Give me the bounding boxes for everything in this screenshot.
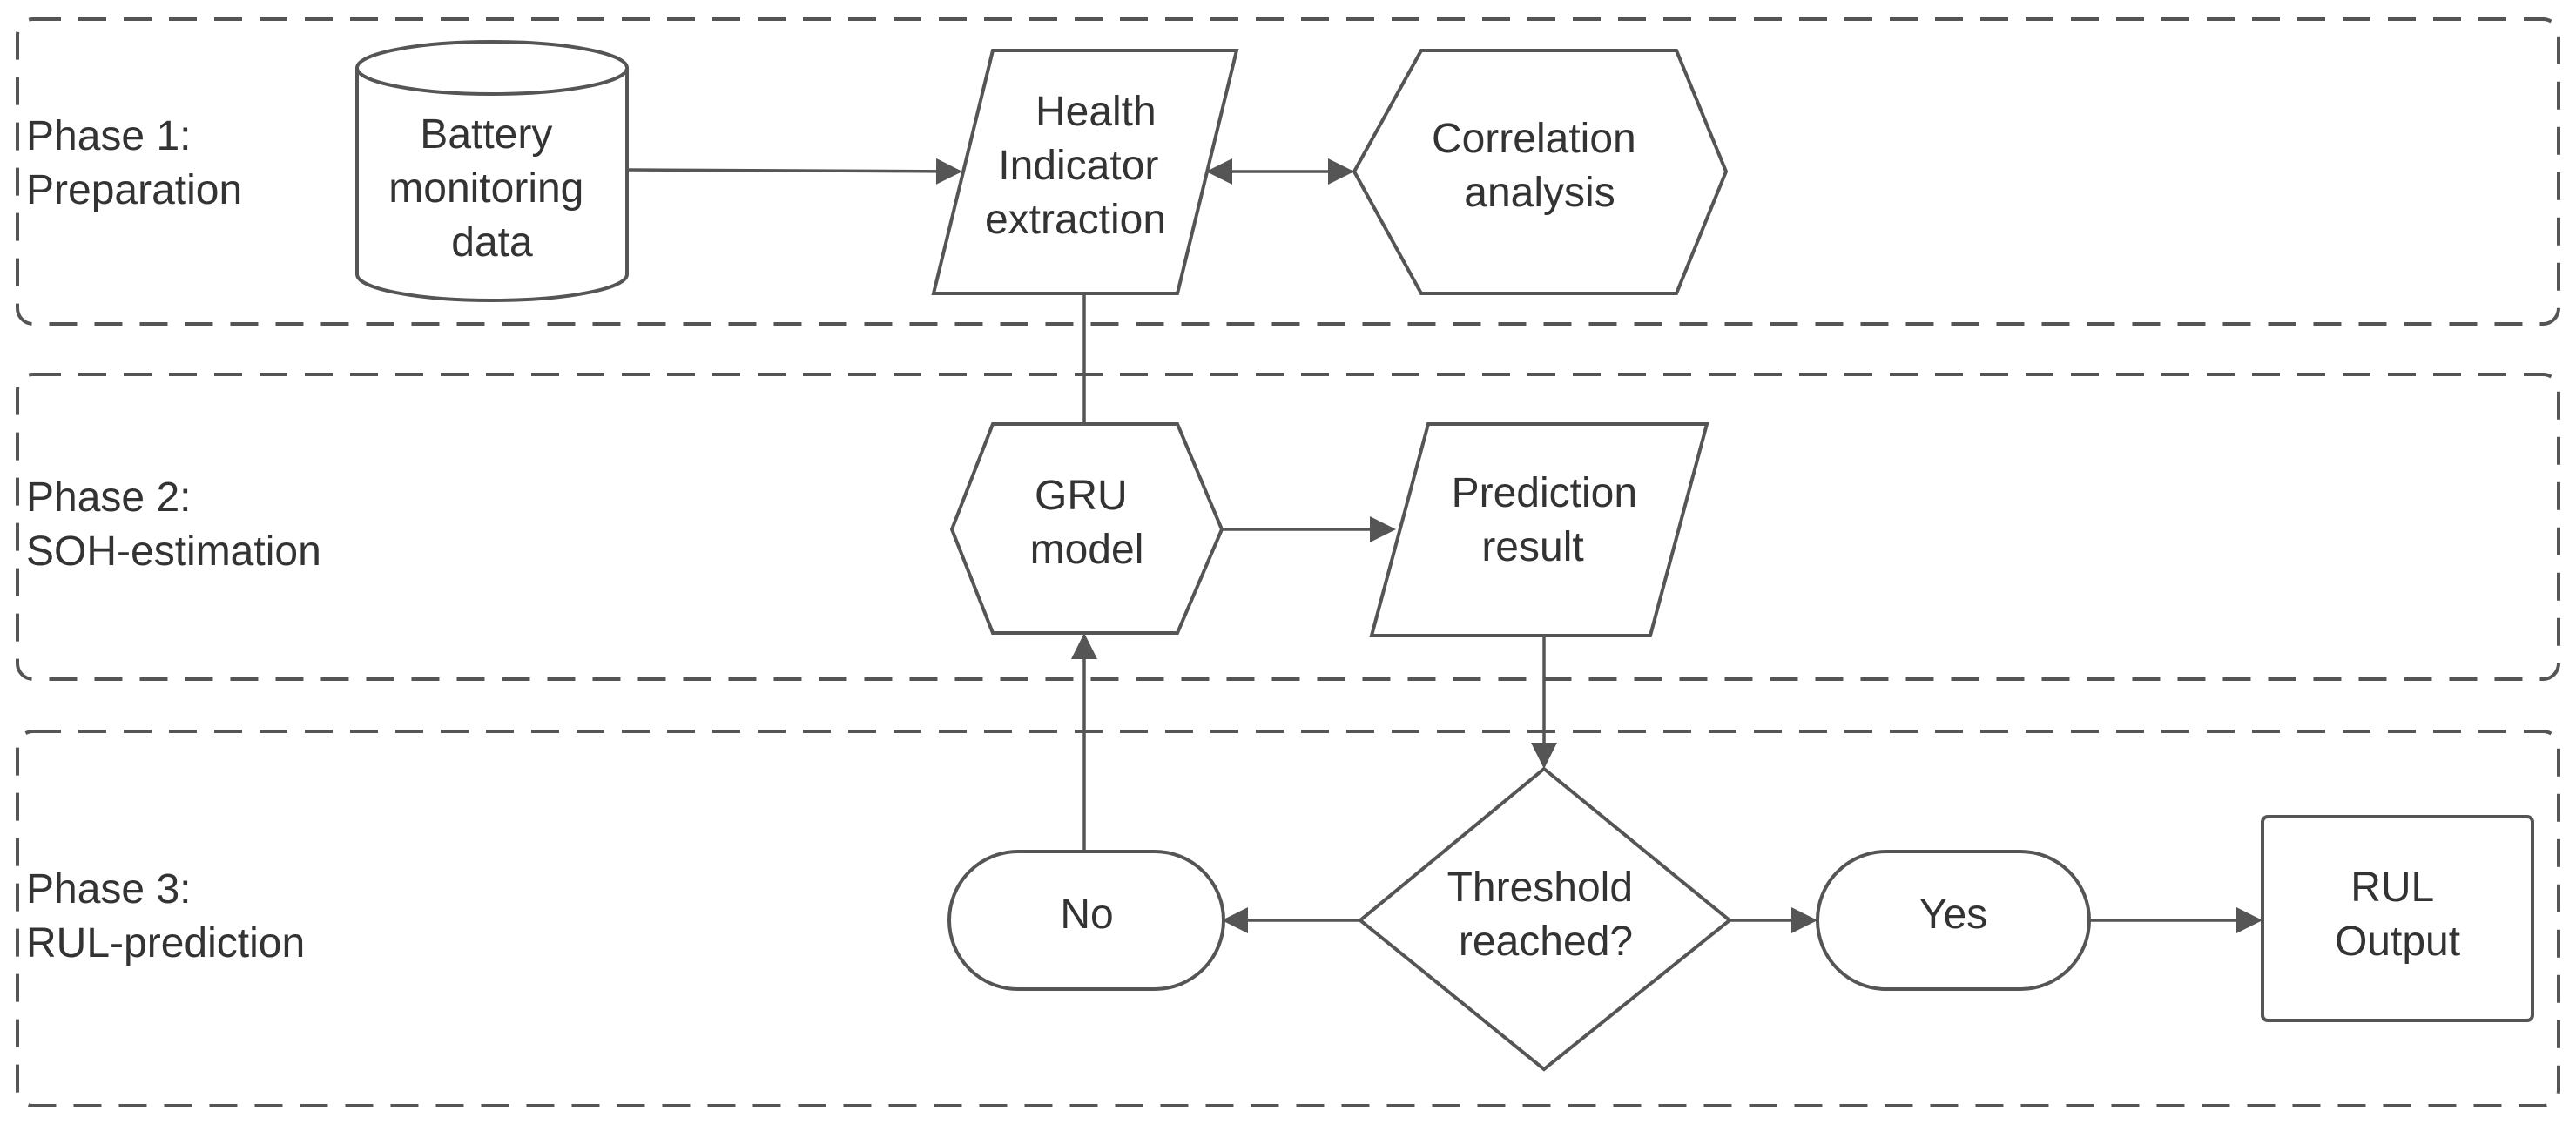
node-rul-output: RUL Output [2261, 815, 2534, 1022]
node-no: No [947, 850, 1225, 991]
node-prediction-result: Prediction result [1369, 422, 1709, 637]
cylinder-top [355, 40, 629, 96]
node-correlation-analysis: Correlation analysis [1352, 49, 1729, 295]
node-yes: Yes [1816, 850, 2091, 991]
node-gru-label: GRU model [1030, 473, 1144, 573]
phase-1-label: Phase 1: Preparation [26, 113, 242, 213]
node-prediction-label: Prediction result [1452, 470, 1649, 570]
phase-2-container [16, 373, 2560, 681]
phase-3-label: Phase 3: RUL-prediction [26, 866, 305, 966]
node-correlation-label: Correlation analysis [1432, 116, 1648, 216]
cylinder-shape [355, 68, 629, 302]
node-threshold-reached: Threshold reached? [1357, 766, 1733, 1072]
parallelogram-shape [1369, 422, 1709, 637]
node-gru-model: GRU model [949, 422, 1224, 635]
node-battery-label: Battery monitoring data [388, 111, 595, 266]
parallelogram-shape [931, 49, 1239, 295]
node-rul-label: RUL Output [2335, 865, 2460, 965]
terminator-shape [947, 850, 1225, 991]
hexagon-shape [1352, 49, 1729, 295]
node-yes-label: Yes [1919, 892, 1987, 938]
phase-2-label: Phase 2: SOH-estimation [26, 475, 321, 575]
node-threshold-label: Threshold reached? [1447, 865, 1645, 965]
terminator-shape [1816, 850, 2091, 991]
rectangle-shape [2261, 815, 2534, 1022]
node-battery-monitoring-data: Battery monitoring data [355, 40, 629, 302]
phase-3-container [16, 730, 2560, 1107]
node-no-label: No [1060, 892, 1113, 938]
node-health-indicator-extraction: Health Indicator extraction [931, 49, 1239, 295]
hexagon-shape [949, 422, 1224, 635]
node-health-label: Health Indicator extraction [985, 89, 1170, 243]
phase-1-container [16, 17, 2560, 326]
diamond-shape [1357, 766, 1733, 1072]
edge-battery-to-health [628, 158, 962, 185]
